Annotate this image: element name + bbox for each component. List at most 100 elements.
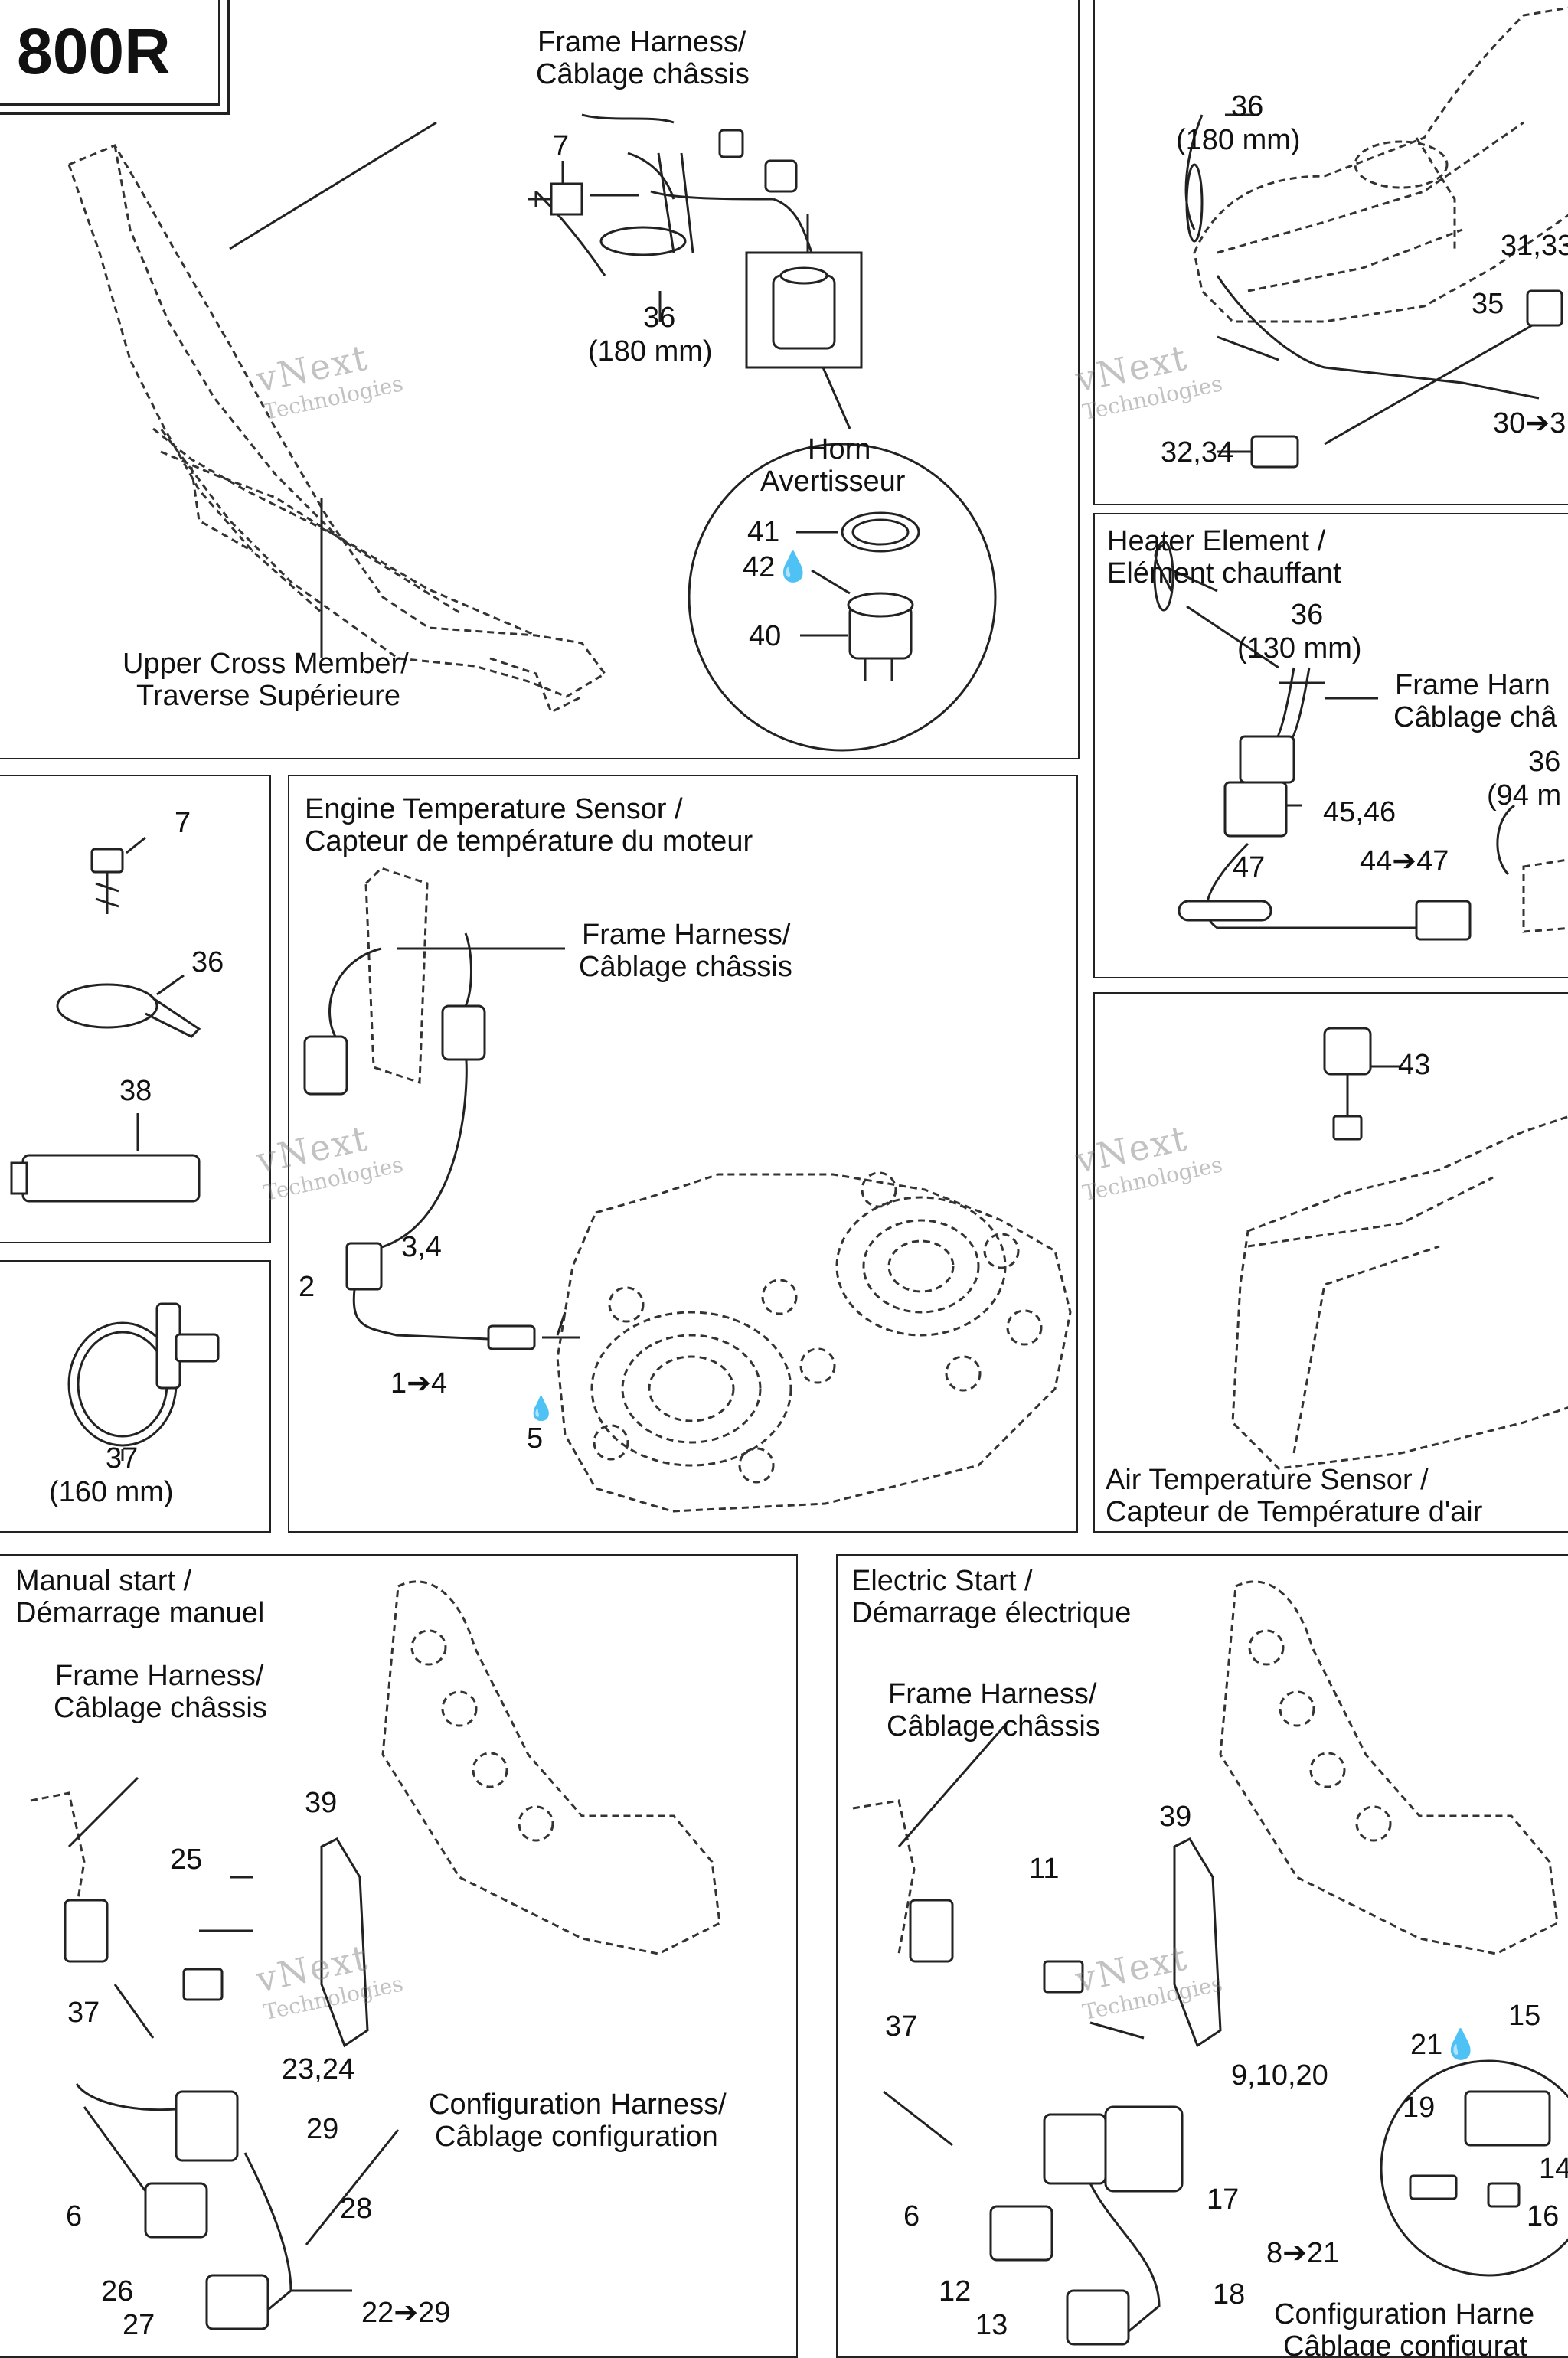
part-32-34: 32,34	[1161, 436, 1234, 469]
part-36: 36	[1231, 90, 1264, 122]
electric-start-title-fr: Démarrage électrique	[851, 1597, 1132, 1629]
part-44-47: 44➔47	[1360, 845, 1449, 877]
config-harness-label-fr: Câblage configurat	[1283, 2330, 1527, 2358]
part-40: 40	[749, 620, 782, 652]
part-35: 35	[1472, 288, 1504, 320]
part-8-21: 8➔21	[1266, 2237, 1340, 2269]
horn-label: Horn	[808, 433, 871, 465]
manual-start-title: Manual start /	[15, 1565, 192, 1597]
frame-harness-label: Frame Harness/	[888, 1678, 1097, 1710]
air-sensor-title: Air Temperature Sensor /	[1106, 1464, 1429, 1496]
part-3-4: 3,4	[401, 1231, 442, 1263]
frame-harness-label-fr: Câblage châssis	[887, 1710, 1100, 1742]
part-26: 26	[101, 2275, 134, 2307]
upper-cross-member-label-fr: Traverse Supérieure	[136, 680, 400, 712]
heater-element-panel: Heater Element / Elément chauffant 36 (1…	[1093, 513, 1568, 978]
part-39: 39	[1159, 1801, 1192, 1833]
tie-size: (130 mm)	[1237, 632, 1362, 665]
part-1-4: 1➔4	[390, 1367, 448, 1399]
engine-temp-sensor-illustration	[303, 867, 1072, 1513]
electric-start-illustration	[852, 1580, 1568, 2346]
part-19: 19	[1403, 2092, 1436, 2124]
part-23-24: 23,24	[282, 2053, 355, 2085]
part-15: 15	[1508, 2000, 1541, 2032]
part-47: 47	[1233, 851, 1266, 883]
air-sensor-title-fr: Capteur de Température d'air	[1106, 1496, 1483, 1528]
part-9-10-20: 9,10,20	[1231, 2059, 1328, 2092]
air-temp-sensor-panel: 43 Air Temperature Sensor / Capteur de T…	[1093, 992, 1568, 1533]
horn-label-fr: Avertisseur	[760, 465, 906, 498]
part-14: 14	[1539, 2153, 1568, 2185]
part-41: 41	[747, 516, 780, 548]
part-27: 27	[122, 2309, 155, 2341]
hardware-panel: 7 36 38	[0, 775, 271, 1243]
tie-size: (180 mm)	[1176, 124, 1301, 156]
clamp-size: (160 mm)	[49, 1476, 174, 1508]
part-39: 39	[305, 1787, 338, 1819]
part-36b: 36	[1528, 746, 1561, 778]
grease-drop-icon: 💧	[775, 551, 812, 583]
heater-title-fr: Elément chauffant	[1107, 557, 1341, 590]
part-17: 17	[1207, 2183, 1240, 2216]
config-harness-label: Configuration Harne	[1274, 2298, 1535, 2330]
heater-element-illustration	[1153, 540, 1568, 941]
upper-cross-member-label: Upper Cross Member/	[122, 648, 409, 680]
part-30: 30➔3	[1493, 407, 1566, 439]
part-31-33: 31,33	[1501, 230, 1568, 262]
clamp-panel: 37 (160 mm)	[0, 1260, 271, 1533]
part-36: 36	[191, 946, 224, 978]
frame-harness-label: Frame Harn	[1395, 669, 1550, 701]
part-12: 12	[939, 2275, 972, 2307]
part-22-29: 22➔29	[361, 2297, 451, 2329]
manual-start-illustration	[30, 1580, 721, 2330]
electric-start-title: Electric Start /	[851, 1565, 1033, 1597]
fuel-tank-illustration	[1184, 6, 1568, 469]
frame-harness-label-fr: Câblage châ	[1393, 701, 1557, 733]
part-37: 37	[885, 2010, 918, 2043]
part-7: 7	[553, 130, 570, 162]
grease-drop-icon: 💧	[527, 1396, 556, 1422]
part-7: 7	[175, 807, 191, 839]
hardware-illustration	[10, 836, 201, 1203]
config-harness-label: Configuration Harness/	[429, 2089, 727, 2121]
part-13: 13	[975, 2309, 1008, 2341]
engine-sensor-title-fr: Capteur de température du moteur	[305, 825, 753, 857]
frame-harness-label-fr: Câblage châssis	[536, 58, 750, 90]
part-16: 16	[1527, 2200, 1560, 2232]
frame-harness-label-fr: Câblage châssis	[54, 1692, 267, 1724]
tie-size-b: (94 m	[1487, 779, 1562, 812]
frame-harness-label: Frame Harness/	[537, 26, 746, 58]
clamp-illustration	[67, 1302, 220, 1461]
part-37: 37	[67, 1997, 100, 2029]
heater-title: Heater Element /	[1107, 525, 1326, 557]
frame-horn-panel: 800R Frame Harness/ Câblage châssis 7 36…	[0, 0, 1080, 759]
air-temp-sensor-illustration	[1231, 1027, 1568, 1470]
part-45-46: 45,46	[1323, 796, 1396, 828]
part-5: 💧5	[527, 1396, 556, 1455]
part-2: 2	[299, 1271, 315, 1303]
frame-horn-illustration	[67, 113, 997, 752]
model-title-box: 800R	[0, 0, 230, 115]
part-28: 28	[340, 2193, 373, 2225]
fuel-tank-panel: 36 (180 mm) 31,33 35 30➔3 32,34	[1093, 0, 1568, 505]
tie-size: (180 mm)	[588, 335, 713, 367]
part-6: 6	[66, 2200, 83, 2232]
part-36: 36	[643, 302, 676, 334]
part-25: 25	[170, 1844, 203, 1876]
electric-start-panel: Electric Start / Démarrage électrique Fr…	[836, 1554, 1568, 2358]
manual-start-panel: Manual start / Démarrage manuel Frame Ha…	[0, 1554, 798, 2358]
part-29: 29	[306, 2113, 339, 2145]
part-38: 38	[119, 1075, 152, 1107]
frame-harness-label-fr: Câblage châssis	[579, 951, 792, 983]
engine-temp-sensor-panel: Engine Temperature Sensor / Capteur de t…	[288, 775, 1078, 1533]
engine-sensor-title: Engine Temperature Sensor /	[305, 793, 683, 825]
frame-harness-label: Frame Harness/	[582, 919, 791, 951]
manual-start-title-fr: Démarrage manuel	[15, 1597, 265, 1629]
part-37: 37	[106, 1442, 139, 1475]
model-title: 800R	[17, 15, 171, 87]
part-43: 43	[1398, 1049, 1431, 1081]
part-18: 18	[1213, 2278, 1246, 2311]
grease-drop-icon: 💧	[1442, 2029, 1479, 2061]
part-36: 36	[1291, 599, 1324, 631]
part-42: 42💧	[743, 551, 812, 583]
